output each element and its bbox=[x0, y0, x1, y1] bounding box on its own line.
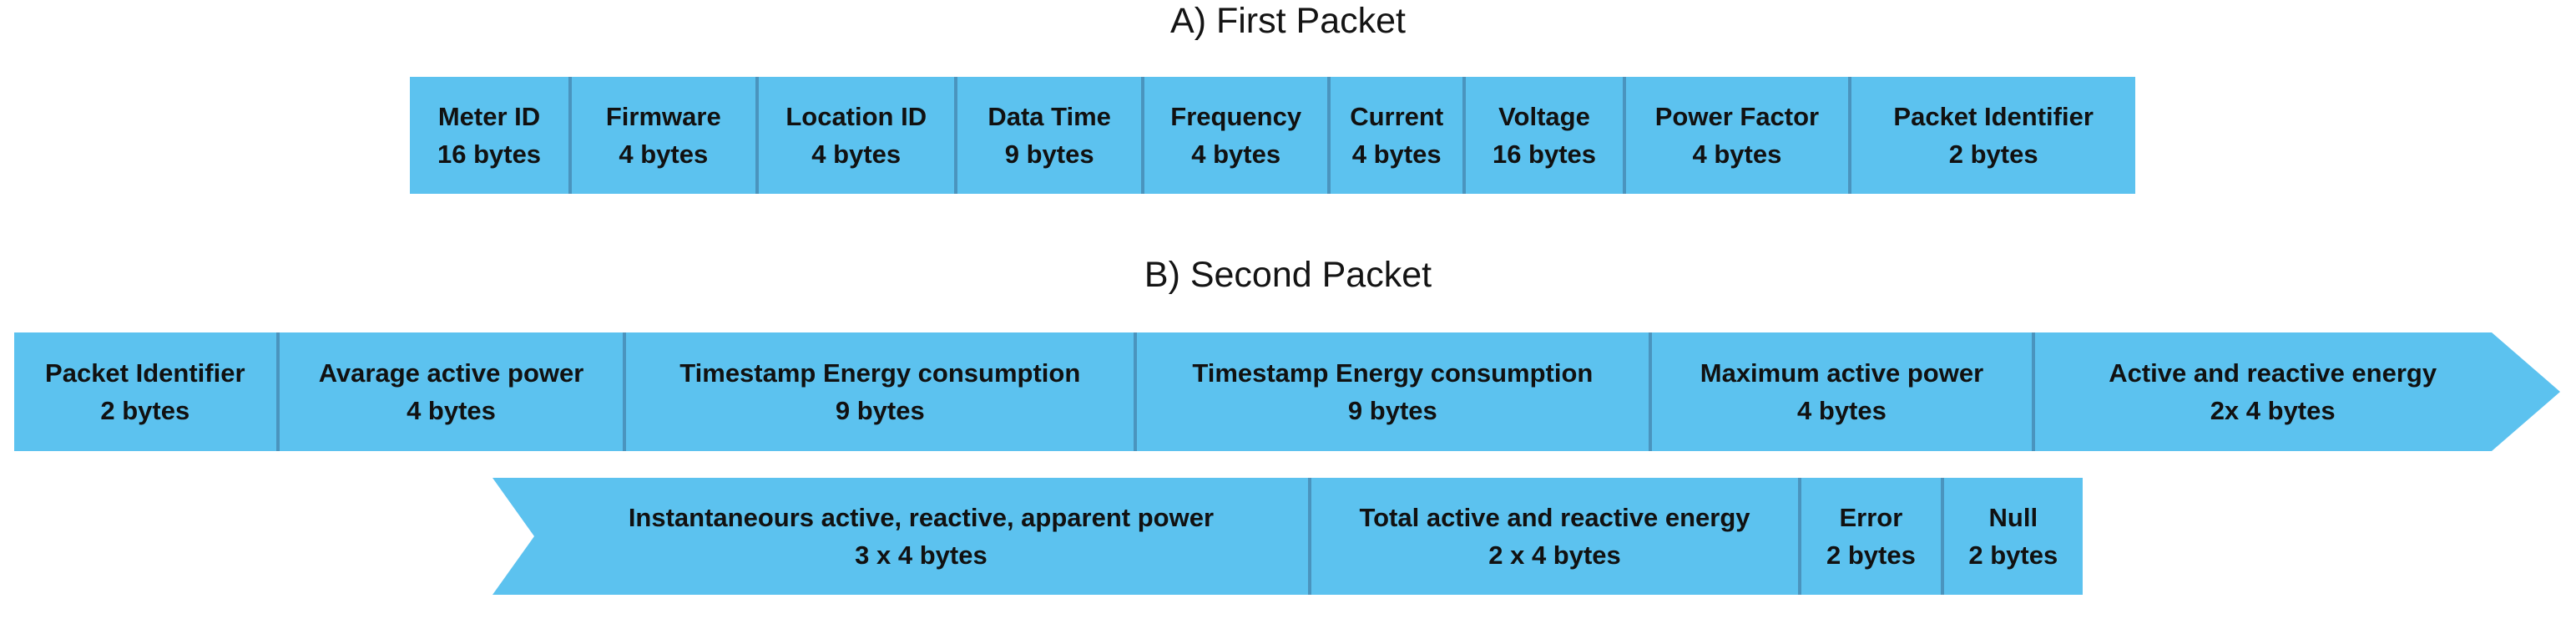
packet-field-cell: Packet Identifier 2 bytes bbox=[1848, 77, 2135, 194]
packet-field-cell: Instantaneours active, reactive, apparen… bbox=[492, 478, 1308, 595]
field-size: 2 bytes bbox=[100, 396, 190, 425]
field-name: Timestamp Energy consumption bbox=[679, 358, 1081, 388]
field-size: 2x 4 bytes bbox=[2210, 396, 2336, 425]
packet-field-cell: Firmware 4 bytes bbox=[568, 77, 755, 194]
field-size: 3 x 4 bytes bbox=[855, 540, 987, 570]
field-size: 4 bytes bbox=[1191, 140, 1281, 169]
field-size: 2 bytes bbox=[1948, 140, 2038, 169]
field-name: Avarage active power bbox=[318, 358, 584, 388]
field-size: 2 bytes bbox=[1968, 540, 2058, 570]
first-packet-title: A) First Packet bbox=[1170, 1, 1406, 41]
field-name: Location ID bbox=[785, 102, 927, 131]
field-name: Null bbox=[1988, 503, 2038, 532]
field-name: Power Factor bbox=[1654, 102, 1820, 131]
packet-field-cell: Null 2 bytes bbox=[1940, 478, 2083, 595]
field-name: Maximum active power bbox=[1700, 358, 1984, 388]
field-name: Error bbox=[1839, 503, 1903, 532]
packet-field-cell: Total active and reactive energy 2 x 4 by… bbox=[1307, 478, 1798, 595]
field-name: Instantaneours active, reactive, apparen… bbox=[628, 503, 1215, 532]
second-packet-title: B) Second Packet bbox=[1144, 255, 1432, 295]
field-size: 4 bytes bbox=[619, 140, 709, 169]
field-size: 16 bytes bbox=[1492, 140, 1597, 169]
field-name: Total active and reactive energy bbox=[1359, 503, 1750, 532]
field-name: Packet Identifier bbox=[45, 358, 245, 388]
field-name: Voltage bbox=[1498, 102, 1590, 131]
field-size: 2 x 4 bytes bbox=[1488, 540, 1621, 570]
field-size: 4 bytes bbox=[1351, 140, 1442, 169]
packet-field-cell: Error 2 bytes bbox=[1798, 478, 1940, 595]
field-name: Meter ID bbox=[437, 102, 541, 131]
field-name: Active and reactive energy bbox=[2109, 358, 2437, 388]
field-size: 4 bytes bbox=[1797, 396, 1887, 425]
field-size: 4 bytes bbox=[1692, 140, 1782, 169]
field-name: Current bbox=[1350, 102, 1444, 131]
field-size: 9 bytes bbox=[1347, 396, 1437, 425]
field-name: Firmware bbox=[605, 102, 721, 131]
packet-field-cell: Data Time 9 bytes bbox=[953, 77, 1142, 194]
packet-field-cell: Avarage active power 4 bytes bbox=[276, 332, 624, 451]
field-size: 2 bytes bbox=[1826, 540, 1916, 570]
field-name: Data Time bbox=[987, 102, 1111, 131]
field-size: 16 bytes bbox=[437, 140, 542, 169]
packet-field-cell: Power Factor 4 bytes bbox=[1622, 77, 1849, 194]
second-packet-row2-notch-bar: Instantaneours active, reactive, apparen… bbox=[492, 478, 2083, 595]
field-size: 4 bytes bbox=[407, 396, 496, 425]
packet-field-cell: Timestamp Energy consumption 9 bytes bbox=[623, 332, 1134, 451]
field-size: 9 bytes bbox=[1004, 140, 1094, 169]
packet-field-cell: Maximum active power 4 bytes bbox=[1649, 332, 2033, 451]
field-size: 9 bytes bbox=[835, 396, 925, 425]
field-size: 4 bytes bbox=[811, 140, 902, 169]
packet-field-cell: Current 4 bytes bbox=[1326, 77, 1463, 194]
field-name: Packet Identifier bbox=[1893, 102, 2094, 131]
packet-field-cell: Meter ID 16 bytes bbox=[410, 77, 568, 194]
packet-field-cell: Voltage 16 bytes bbox=[1462, 77, 1622, 194]
packet-field-cell: Timestamp Energy consumption 9 bytes bbox=[1134, 332, 1649, 451]
field-name: Timestamp Energy consumption bbox=[1192, 358, 1594, 388]
packet-field-cell: Active and reactive energy 2x 4 bytes bbox=[2032, 332, 2560, 451]
packet-field-cell: Frequency 4 bytes bbox=[1141, 77, 1327, 194]
packet-field-cell: Packet Identifier 2 bytes bbox=[14, 332, 276, 451]
field-name: Frequency bbox=[1170, 102, 1302, 131]
packet-field-cell: Location ID 4 bytes bbox=[755, 77, 954, 194]
second-packet-row1-arrow-bar: Packet Identifier 2 bytes Avarage active p… bbox=[14, 332, 2560, 451]
